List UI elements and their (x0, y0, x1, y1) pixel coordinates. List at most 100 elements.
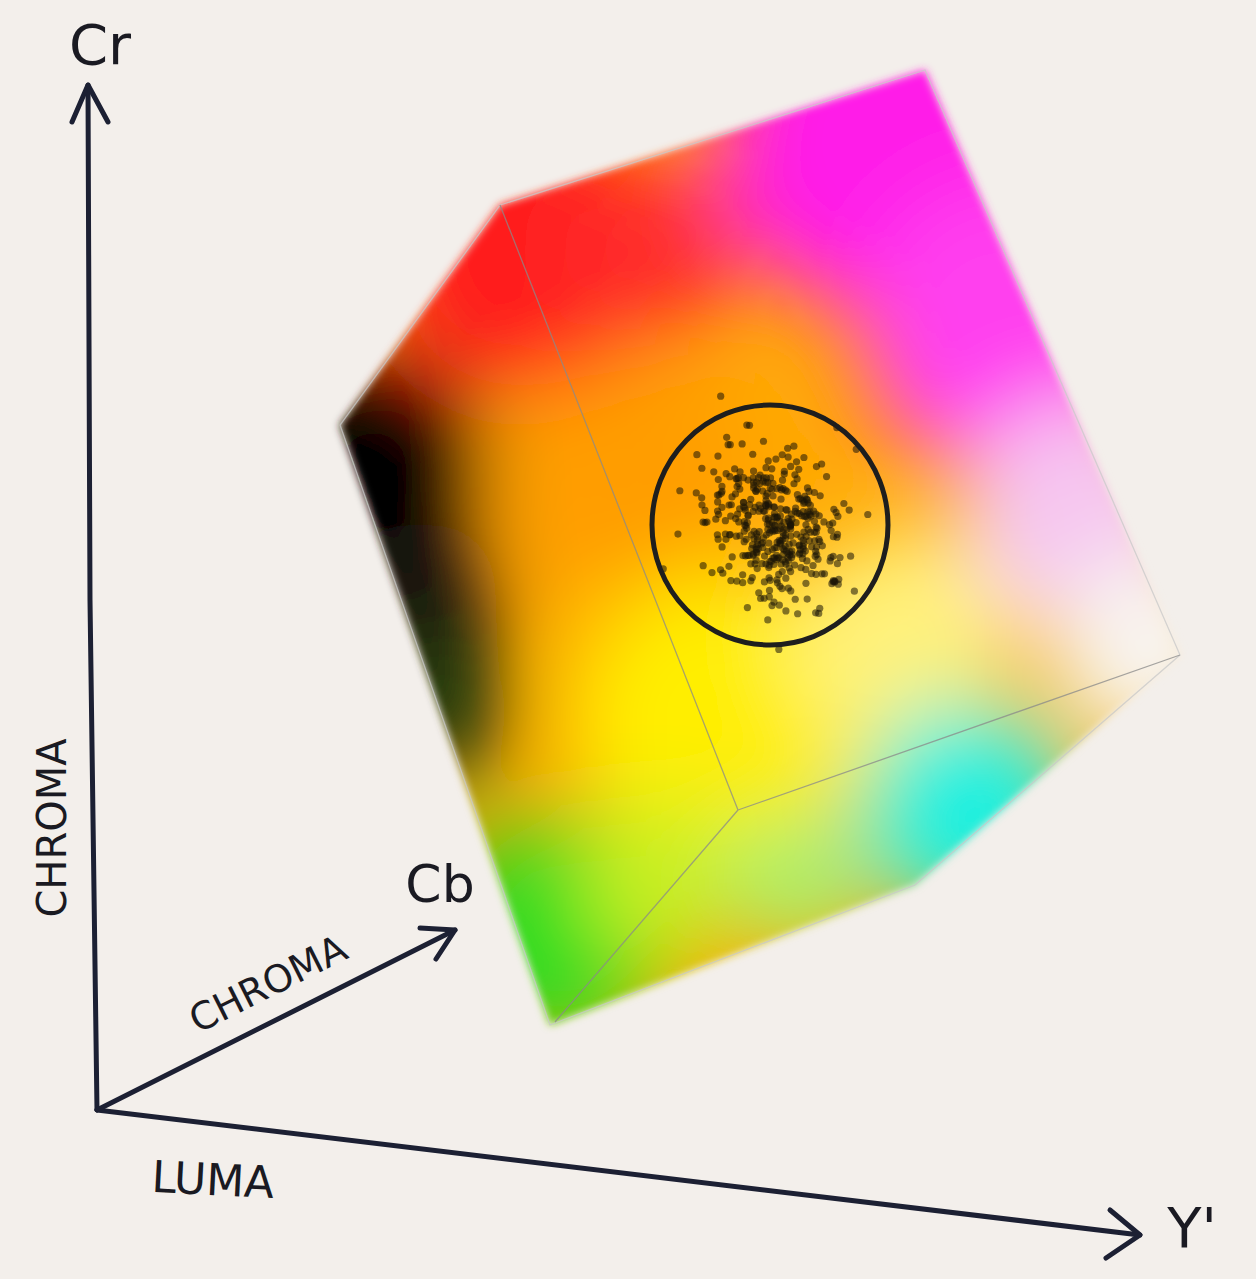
sample-dot (816, 605, 823, 612)
sample-dot (800, 508, 807, 515)
sample-dot (813, 463, 820, 470)
sample-dot (823, 473, 830, 480)
sample-dot (767, 577, 774, 584)
axes (72, 85, 1140, 1258)
sample-dot (755, 589, 762, 596)
sample-dot (735, 474, 742, 481)
sample-dot (741, 538, 748, 545)
sample-dot (743, 421, 750, 428)
sample-dot (804, 496, 811, 503)
sample-dot (802, 566, 809, 573)
sample-dot (794, 610, 801, 617)
sample-dot (779, 477, 786, 484)
sample-dot (836, 554, 843, 561)
sample-dot (765, 540, 772, 547)
sample-dot (779, 451, 786, 458)
sample-dot (846, 507, 853, 514)
sample-dot (722, 517, 729, 524)
sample-dot (794, 491, 801, 498)
sample-dot (834, 560, 841, 567)
sample-dot (780, 532, 787, 539)
sample-dot (784, 445, 791, 452)
sample-dot (776, 602, 783, 609)
sample-dot (718, 483, 725, 490)
sample-dot (792, 508, 799, 515)
sample-dot (698, 494, 705, 501)
cluster-circle (652, 405, 888, 645)
sample-dot (851, 588, 858, 595)
sample-dot (754, 541, 761, 548)
sample-dot (756, 528, 763, 535)
sample-dot (792, 596, 799, 603)
sample-dot (714, 453, 721, 460)
sample-dot (762, 479, 769, 486)
sample-dot (747, 560, 754, 567)
sample-dot (742, 552, 749, 559)
sample-dot (749, 451, 756, 458)
color-cube (255, 0, 1250, 1050)
sample-dot (674, 530, 681, 537)
sample-dot (718, 490, 725, 497)
sample-dot (715, 536, 722, 543)
sample-dot (805, 488, 812, 495)
sample-dot (715, 476, 722, 483)
sample-dot (828, 580, 835, 587)
axis-symbol: Y' (1167, 1200, 1217, 1256)
sample-dot (725, 563, 732, 570)
sample-dot (783, 526, 790, 533)
sample-dot (812, 553, 819, 560)
sample-dot (773, 576, 780, 583)
sample-dot (784, 488, 791, 495)
luma-axis (97, 1110, 1140, 1235)
sample-dot (728, 493, 735, 500)
sample-dot (718, 543, 725, 550)
axis-symbol: Cr (69, 17, 131, 73)
sample-dot (796, 549, 803, 556)
sample-dot (776, 484, 783, 491)
sample-dot (793, 475, 800, 482)
sample-dot (783, 507, 790, 514)
sample-dot (699, 518, 706, 525)
sample-dot (710, 468, 717, 475)
sample-dot (676, 487, 683, 494)
sample-dot (840, 500, 847, 507)
sample-dot (767, 527, 774, 534)
axis-name: CHROMA (183, 929, 352, 1039)
sample-dot (802, 580, 809, 587)
sample-dot (746, 501, 753, 508)
sample-dot (773, 539, 780, 546)
sample-dot (750, 479, 757, 486)
sample-dot (795, 466, 802, 473)
sample-dot (782, 575, 789, 582)
sample-dot (790, 539, 797, 546)
sample-dot (787, 587, 794, 594)
sample-dot (733, 533, 740, 540)
cb-axis (97, 930, 455, 1110)
sample-dot (766, 587, 773, 594)
sample-dot (782, 607, 789, 614)
sample-dot (764, 521, 771, 528)
sample-dot (748, 545, 755, 552)
sample-dot (774, 527, 781, 534)
sample-dot (788, 554, 795, 561)
sample-dot (809, 562, 816, 569)
sample-dot (719, 570, 726, 577)
sample-dot (739, 571, 746, 578)
sample-dot (788, 516, 795, 523)
sample-dot (780, 551, 787, 558)
axis-name: LUMA (151, 1155, 276, 1205)
sample-dot (779, 568, 786, 575)
sample-dot (756, 471, 763, 478)
sample-dot (818, 570, 825, 577)
sample-dot (787, 463, 794, 470)
sample-dot (741, 521, 748, 528)
sample-dot (757, 505, 764, 512)
sample-dot (864, 511, 871, 518)
sample-dot (693, 451, 700, 458)
sample-dot (698, 465, 705, 472)
sample-dot (768, 602, 775, 609)
sample-dot (726, 473, 733, 480)
sample-dot (715, 511, 722, 518)
sample-dot (748, 531, 755, 538)
